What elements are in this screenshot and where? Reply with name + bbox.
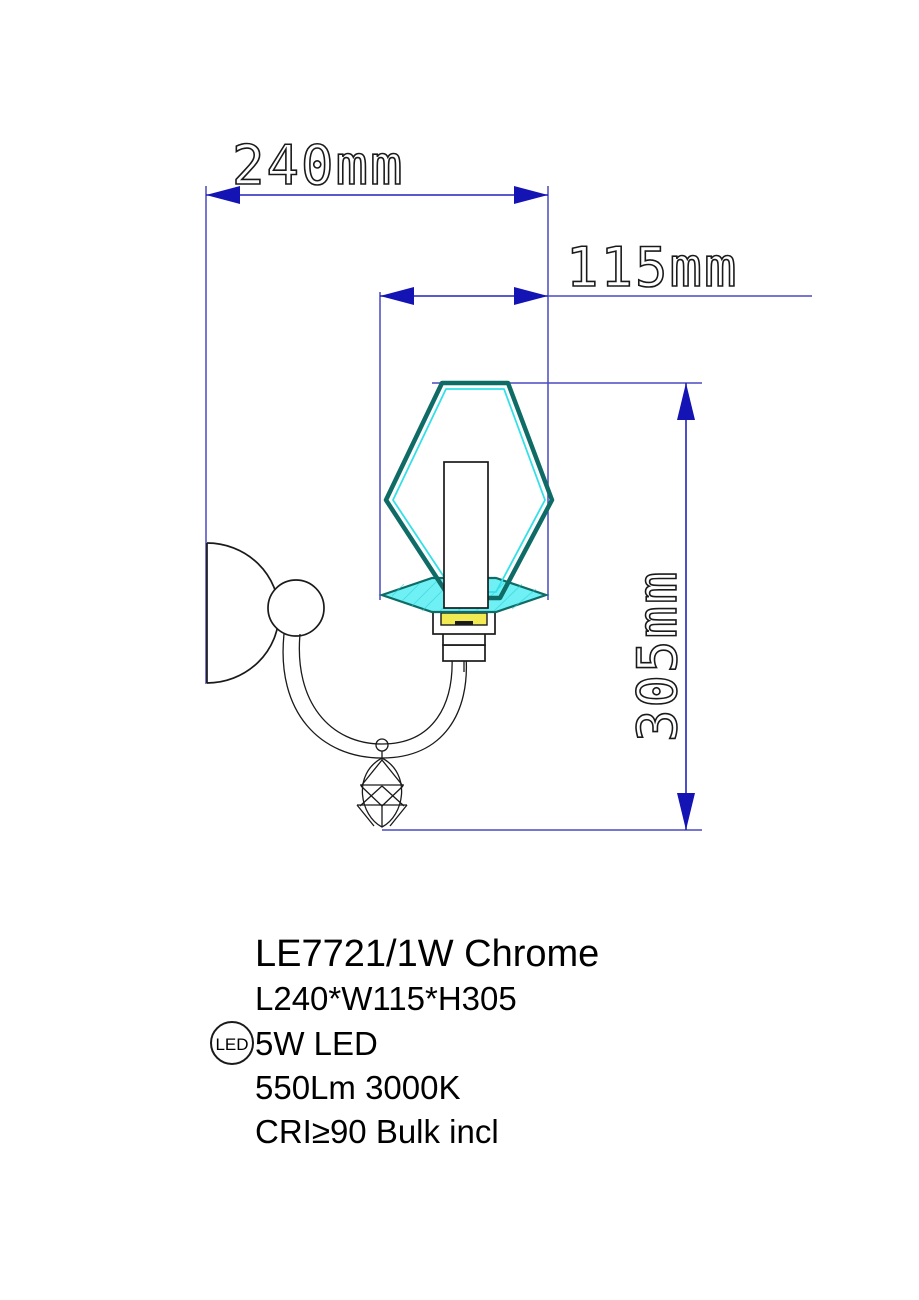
lamp-shade xyxy=(383,380,555,601)
ball-joint xyxy=(267,579,325,637)
product-spec-block: LE7721/1W Chrome L240*W115*H305 5W LED 5… xyxy=(210,933,599,1150)
led-chip-contact xyxy=(455,621,473,625)
crystal-ring xyxy=(375,738,389,752)
arrow-left-icon xyxy=(380,287,414,305)
led-circle-icon xyxy=(210,1021,254,1065)
dimension-label-projection: 115mm xyxy=(566,236,739,299)
led-badge: LED xyxy=(210,1021,254,1065)
crystal-drop xyxy=(356,738,408,828)
socket-stem-lower xyxy=(442,644,486,662)
product-size-line: L240*W115*H305 xyxy=(255,980,517,1017)
product-model-title: LE7721/1W Chrome xyxy=(255,933,599,975)
product-lamp-line: 5W LED xyxy=(255,1025,378,1062)
shade-outline-outer xyxy=(383,380,555,601)
arm-inner-curve xyxy=(298,633,453,745)
arrow-right-icon xyxy=(514,186,548,204)
wall-mount-backplate xyxy=(206,542,325,684)
candle-tube xyxy=(443,461,489,609)
arrow-right-icon xyxy=(514,287,548,305)
dimension-label-width: 240mm xyxy=(232,134,405,197)
shade-outline-inner xyxy=(392,388,546,593)
dimension-projection-115: 115mm xyxy=(380,235,739,305)
dimension-width-240: 240mm xyxy=(206,133,548,204)
dimension-label-height: 305mm xyxy=(626,569,689,742)
curved-arm xyxy=(282,633,468,759)
candle-body xyxy=(443,461,489,609)
product-cri-line: CRI≥90 Bulk incl xyxy=(255,1113,499,1150)
arrow-left-icon xyxy=(206,186,240,204)
arm-outer-curve xyxy=(282,633,468,759)
product-output-line: 550Lm 3000K xyxy=(255,1069,461,1106)
lamp-socket-assembly xyxy=(432,607,496,672)
dimension-height-305: 305mm xyxy=(625,383,695,830)
arrow-down-icon xyxy=(677,793,695,830)
arrow-up-icon xyxy=(677,383,695,420)
crystal-facets xyxy=(356,759,408,827)
led-badge-label: LED xyxy=(215,1035,248,1054)
